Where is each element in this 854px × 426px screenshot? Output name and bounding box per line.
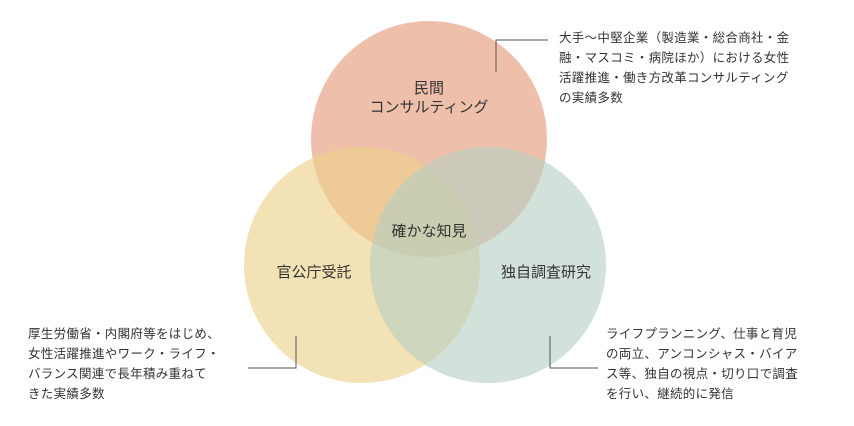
label-private-line2: コンサルティング xyxy=(369,98,489,116)
circle-independent-research xyxy=(370,147,606,383)
connector-line-independent xyxy=(549,336,598,369)
label-government: 官公庁受託 xyxy=(276,263,352,281)
label-center: 確かな知見 xyxy=(391,222,467,240)
note-independent: ライフプランニング、仕事と育児 の両立、アンコンシャス・バイア ス等、独自の視点… xyxy=(606,326,799,401)
label-private-line1: 民間 xyxy=(413,79,444,97)
connector-line-private xyxy=(495,39,548,72)
label-private-consulting: 民間 コンサルティング xyxy=(349,79,509,117)
connector-line-government xyxy=(248,336,297,369)
label-independent: 独自調査研究 xyxy=(500,263,591,281)
note-private: 大手～中堅企業（製造業・総合商社・金 融・マスコミ・病院ほか）における女性 活躍… xyxy=(559,30,790,105)
note-government: 厚生労働省・内閣府等をはじめ、 女性活躍推進やワーク・ライフ・ バランス関連で長… xyxy=(28,326,221,401)
